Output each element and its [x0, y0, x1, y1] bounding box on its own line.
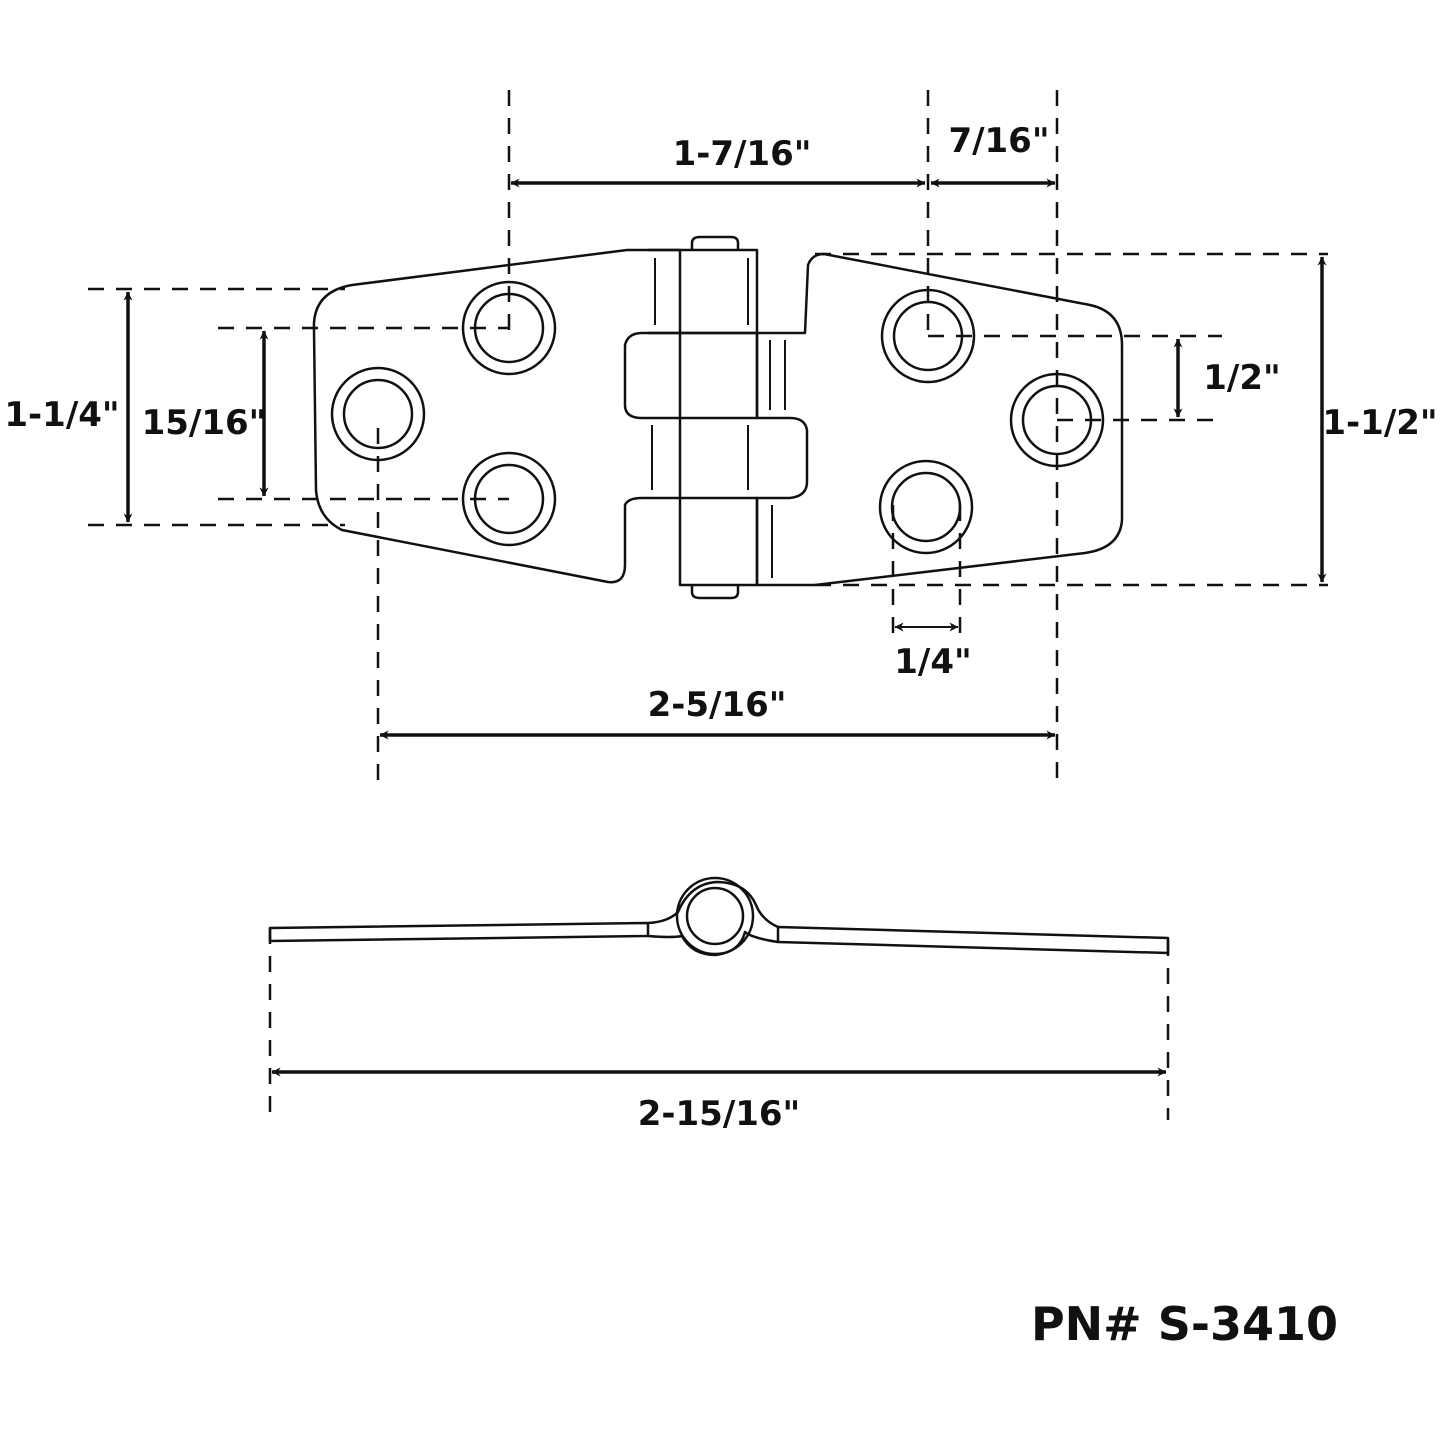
hole-left-bottom: [461, 451, 557, 547]
right-leaf-outline: [755, 252, 1124, 587]
side-right-leaf: [776, 925, 1170, 955]
side-pin-hole: [685, 886, 745, 946]
left-knuckle-top: [648, 248, 759, 335]
label-hole-span-top: 1-7/16": [673, 134, 812, 174]
hole-left-middle: [330, 366, 426, 462]
label-right-hole-offset: 1/2": [1203, 358, 1280, 398]
hole-right-middle: [1009, 372, 1105, 468]
right-knuckle-center: [678, 331, 759, 420]
left-leaf-outline: [312, 248, 682, 584]
hole-right-bottom: [878, 459, 974, 555]
pin-cap-top: [690, 235, 740, 250]
pin-cap-bottom: [690, 585, 740, 600]
label-left-overall-height: 1-1/4": [4, 395, 119, 435]
label-left-hole-spacing: 15/16": [142, 403, 267, 443]
hinge-top-view: [312, 235, 1124, 600]
dimension-lines: [123, 178, 1327, 1077]
dimension-labels: 1-7/16" 7/16" 1-1/4" 15/16" 1/2" 1-1/2" …: [4, 121, 1437, 1134]
label-hole-span-bottom: 2-5/16": [648, 685, 787, 725]
part-number: PN# S-3410: [1031, 1297, 1338, 1351]
hinge-side-view: [268, 876, 1170, 957]
label-open-width: 2-15/16": [638, 1094, 801, 1134]
hole-left-top: [461, 280, 557, 376]
side-left-leaf: [268, 921, 650, 943]
extension-lines: [88, 90, 1328, 1120]
side-pin-ring: [675, 876, 755, 956]
label-edge-offset-top: 7/16": [948, 121, 1049, 161]
label-hole-diameter: 1/4": [894, 642, 971, 682]
hole-right-top: [880, 288, 976, 384]
left-knuckle-bottom: [678, 496, 759, 587]
label-right-overall-height: 1-1/2": [1322, 403, 1437, 443]
